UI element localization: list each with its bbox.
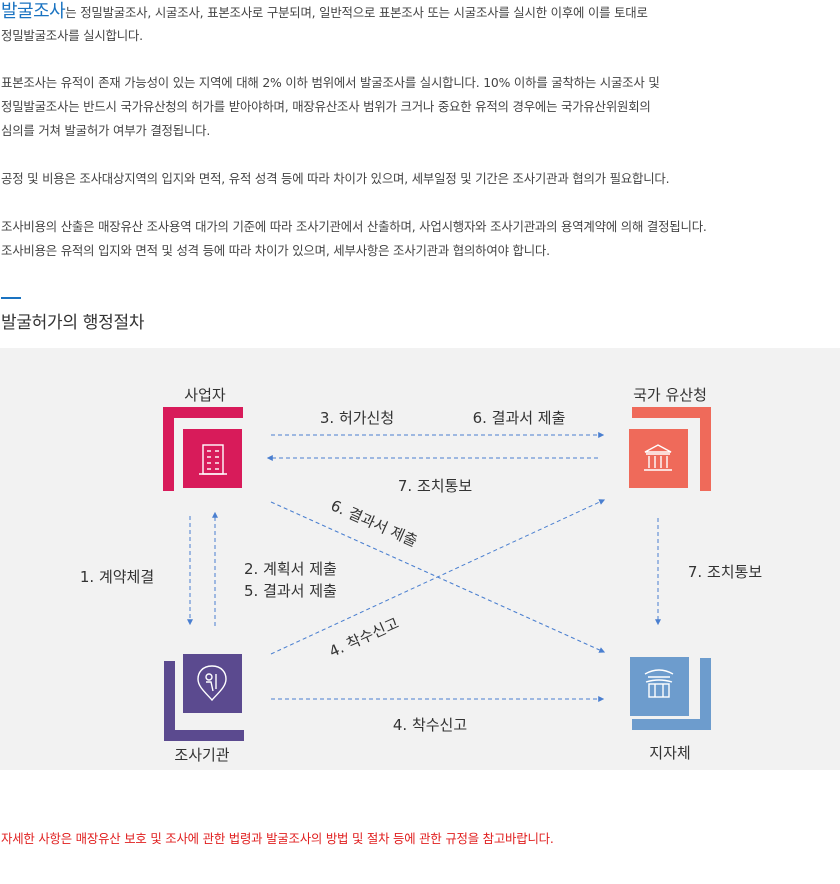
paragraph-1-line-1: 표본조사는 유적이 존재 가능성이 있는 지역에 대해 2% 이하 범위에서 발… (1, 75, 660, 90)
node-institute-label: 조사기관 (174, 746, 229, 764)
developer-box (183, 429, 242, 488)
government-building-icon (644, 444, 672, 471)
edge-label-start-report-diag: 4. 착수신고 (326, 614, 401, 661)
paragraph-3-line-2: 조사비용은 유적의 입지와 면적 및 성격 등에 따라 차이가 있으며, 세부사… (1, 243, 550, 258)
paragraph-3-line-1: 조사비용의 산출은 매장유산 조사용역 대가의 기준에 따라 조사기관에서 산출… (1, 219, 707, 234)
arrow-institute-to-agency (270, 499, 606, 655)
agency-box (629, 429, 688, 488)
intro-line-1: 발굴조사는 정밀발굴조사, 시굴조사, 표본조사로 구분되며, 일반적으로 표본… (1, 0, 648, 25)
institute-frame (164, 661, 244, 741)
traditional-gate-icon (644, 669, 674, 698)
edge-label-plan-submit: 2. 계획서 제출 (244, 560, 337, 578)
procedure-diagram: 사업자 국가 유산청 (0, 348, 840, 770)
edge-label-start-report-bottom: 4. 착수신고 (393, 716, 467, 734)
node-developer-label: 사업자 (184, 386, 226, 404)
edge-label-notify-right: 7. 조치통보 (688, 563, 762, 581)
edge-label-apply: 3. 허가신청 (320, 409, 394, 427)
paragraph-1-line-3: 심의를 거쳐 발굴허가 여부가 결정됩니다. (1, 123, 211, 138)
local-gov-box (630, 657, 689, 716)
edge-label-report-submit: 5. 결과서 제출 (244, 582, 337, 600)
term-highlight: 발굴조사 (1, 1, 66, 22)
node-developer: 사업자 (163, 386, 243, 491)
footer-note: 자세한 사항은 매장유산 보호 및 조사에 관한 법령과 발굴조사의 방법 및 … (1, 831, 554, 846)
paragraph-1-line-2: 정밀발굴조사는 반드시 국가유산청의 허가를 받아야하며, 매장유산조사 범위가… (1, 99, 651, 114)
paragraph-2-line-1: 공정 및 비용은 조사대상지역의 입지와 면적, 유적 성격 등에 따라 차이가… (1, 171, 670, 186)
node-institute: 조사기관 (164, 654, 244, 764)
excavation-worker-icon (197, 665, 227, 702)
intro-line-1-text: 는 정밀발굴조사, 시굴조사, 표본조사로 구분되며, 일반적으로 표본조사 또… (65, 5, 648, 20)
local-gov-frame (632, 658, 711, 730)
node-local-gov: 지자체 (630, 657, 711, 762)
institute-box (183, 654, 242, 713)
edge-label-submit-report-top: 6. 결과서 제출 (473, 409, 566, 427)
section-title: 발굴허가의 행정절차 (1, 313, 145, 333)
node-agency-label: 국가 유산청 (633, 386, 707, 404)
node-local-gov-label: 지자체 (649, 744, 690, 762)
agency-frame (632, 407, 711, 491)
edge-label-notify-top: 7. 조치통보 (398, 477, 472, 495)
intro-line-2: 정밀발굴조사를 실시합니다. (1, 28, 143, 43)
edge-label-contract: 1. 계약체결 (80, 568, 154, 586)
building-icon (199, 444, 227, 475)
node-agency: 국가 유산청 (629, 386, 711, 491)
edge-label-submit-report-diag: 6. 결과서 제출 (328, 496, 420, 550)
developer-frame (163, 407, 243, 491)
section-title-bar (1, 297, 21, 299)
